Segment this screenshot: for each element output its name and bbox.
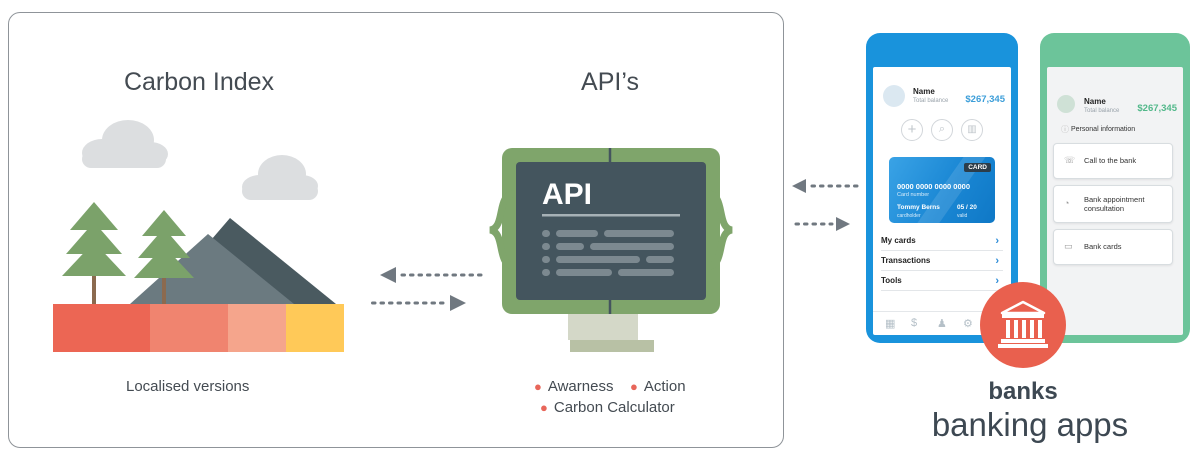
apis-title: API’s <box>581 68 639 96</box>
green-balance-label: Total balance <box>1084 108 1120 114</box>
carbon-index-title: Carbon Index <box>123 68 275 96</box>
card-expiry: 05 / 20 <box>957 204 977 211</box>
carbon-caption: Localised versions <box>126 378 250 395</box>
dollar-icon[interactable]: $ <box>911 317 918 329</box>
arrow-right-to-phones <box>794 217 850 231</box>
cardholder-label: cardholder <box>897 213 921 219</box>
chevron-right-icon: › <box>995 255 999 267</box>
cardholder-name: Tommy Berns <box>897 204 940 211</box>
bank-card[interactable]: CARD 0000 0000 0000 0000 Card number Tom… <box>889 157 995 223</box>
headset-icon: ◔ <box>1064 198 1070 208</box>
card-icon: ▭ <box>1064 241 1073 251</box>
plus-icon[interactable]: + <box>901 119 923 141</box>
blue-name: Name <box>913 87 935 96</box>
bullet-action: ●Action <box>630 378 686 395</box>
arrows-api-banks <box>792 179 862 231</box>
bottom-nav: ▦ $ ♟ ⚙ <box>873 311 1011 336</box>
bank-badge <box>980 282 1066 368</box>
cloud-left <box>82 120 168 168</box>
bullet-carbon-calculator: ●Carbon Calculator <box>540 399 675 416</box>
green-name: Name <box>1084 97 1106 106</box>
api-screen-label: API <box>542 178 592 211</box>
carbon-landscape-illustration <box>53 120 344 352</box>
home-icon[interactable]: ▦ <box>885 318 896 330</box>
mountain-front <box>130 234 294 304</box>
left-brace-icon <box>488 190 515 270</box>
strip-yellow <box>286 304 344 352</box>
banks-label: banks <box>988 378 1058 405</box>
green-phone-screen: Name Total balance $267,345 ⓘ Personal i… <box>1047 67 1183 335</box>
arrow-left <box>380 267 486 283</box>
bank-appointment-card[interactable]: ◔ Bank appointment consultation <box>1053 185 1173 223</box>
bullet-awareness: ●Awarness <box>534 378 614 395</box>
arrow-right <box>370 295 466 311</box>
green-balance: $267,345 <box>1137 103 1177 114</box>
gear-icon[interactable]: ⚙ <box>963 318 973 330</box>
api-panel-frame <box>8 12 784 448</box>
blue-phone: Name Total balance $267,345 + ⌕ ▥ CARD 0… <box>866 33 1018 343</box>
strip-peach <box>228 304 286 352</box>
menu-my-cards[interactable]: My cards› <box>881 235 1003 251</box>
menu-tools[interactable]: Tools› <box>881 275 1003 291</box>
blue-balance: $267,345 <box>965 94 1005 105</box>
card-number-label: Card number <box>897 192 930 198</box>
monitor-neck <box>568 314 638 340</box>
monitor-base <box>570 340 654 352</box>
bank-cards-card[interactable]: ▭ Bank cards <box>1053 229 1173 265</box>
blue-balance-label: Total balance <box>913 98 949 104</box>
arrow-left-to-panel <box>792 179 862 193</box>
chevron-right-icon: › <box>995 275 999 287</box>
search-icon[interactable]: ⌕ <box>931 119 953 141</box>
strip-coral <box>150 304 228 352</box>
info-icon: ⓘ <box>1061 125 1069 134</box>
blue-avatar <box>883 85 905 107</box>
code-lines <box>542 230 674 276</box>
bank-building-icon <box>998 300 1048 348</box>
right-brace-icon <box>707 190 734 270</box>
arrows-carbon-api <box>370 267 486 311</box>
user-icon[interactable]: ♟ <box>937 318 947 330</box>
api-monitor: API <box>488 148 734 352</box>
banking-apps-label: banking apps <box>931 406 1129 443</box>
strip-red <box>53 304 150 352</box>
green-phone: Name Total balance $267,345 ⓘ Personal i… <box>1040 33 1190 343</box>
tree-right <box>134 210 194 304</box>
green-avatar <box>1057 95 1075 113</box>
tree-left <box>62 202 126 304</box>
card-badge: CARD <box>964 163 991 172</box>
chevron-right-icon: › <box>995 235 999 247</box>
blue-phone-screen: Name Total balance $267,345 + ⌕ ▥ CARD 0… <box>873 67 1011 335</box>
call-to-bank-card[interactable]: ☏ Call to the bank <box>1053 143 1173 179</box>
chart-icon[interactable]: ▥ <box>961 119 983 141</box>
menu-transactions[interactable]: Transactions› <box>881 255 1003 271</box>
cloud-right <box>242 155 318 200</box>
card-number: 0000 0000 0000 0000 <box>897 182 970 191</box>
card-expiry-label: valid <box>957 213 968 219</box>
phone-icon: ☏ <box>1064 155 1076 165</box>
personal-information-label: Personal information <box>1071 126 1136 133</box>
